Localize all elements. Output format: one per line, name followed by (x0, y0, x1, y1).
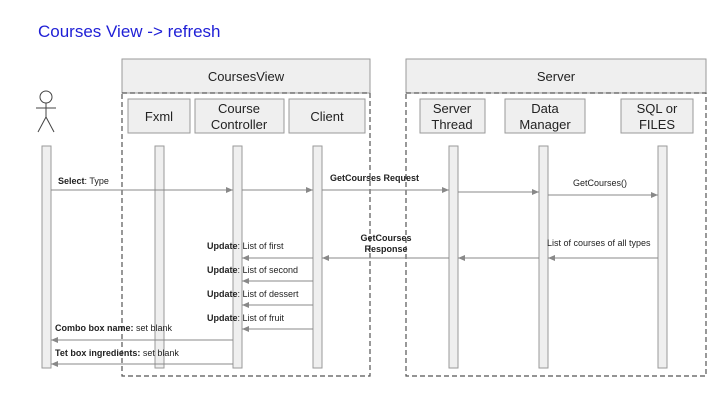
participant-server-thread-label-2: Thread (431, 117, 472, 132)
participant-sql-files-label-1: SQL or (637, 101, 678, 116)
participant-sql-files-label-2: FILES (639, 117, 675, 132)
participant-server-thread-label-1: Server (433, 101, 472, 116)
participant-data-manager-label-1: Data (531, 101, 559, 116)
msg-combo-box: Combo box name: set blank (55, 323, 173, 333)
lifeline-data-manager (538, 145, 549, 369)
msg-update-dessert: Update: List of dessert (207, 289, 299, 299)
participant-course-controller-box (194, 98, 285, 134)
participant-fxml-box (127, 98, 191, 134)
group-courses-view-label: CoursesView (208, 69, 285, 84)
msg-update-fruit: Update: List of fruit (207, 313, 285, 323)
lifeline-server-thread (448, 145, 459, 369)
group-server-header (405, 58, 707, 94)
lifeline-course-controller (232, 145, 243, 369)
participant-course-controller-label-1: Course (218, 101, 260, 116)
group-courses-view-frame (121, 92, 371, 377)
msg-list-all-types: List of courses of all types (547, 238, 651, 248)
msg-update-first: Update: List of first (207, 241, 284, 251)
participant-client-label: Client (310, 109, 344, 124)
actor-user-icon (36, 90, 56, 133)
msg-getcourses-request: GetCourses Request (330, 173, 419, 183)
participant-server-thread-box (419, 98, 486, 134)
msg-getcourses-response-2: Response (364, 244, 407, 254)
msg-update-second: Update: List of second (207, 265, 298, 275)
lifeline-fxml (154, 145, 165, 369)
lifeline-client (312, 145, 323, 369)
actor-lifeline (41, 145, 52, 369)
diagram-title: Courses View -> refresh (38, 22, 221, 41)
participant-fxml-label: Fxml (145, 109, 173, 124)
msg-getcourses-call: GetCourses() (573, 178, 627, 188)
participant-data-manager-box (504, 98, 586, 134)
participant-data-manager-label-2: Manager (519, 117, 571, 132)
msg-select-type: Select: Type (58, 176, 109, 186)
participant-course-controller-label-2: Controller (211, 117, 268, 132)
group-courses-view-header (121, 58, 371, 94)
lifeline-sql-files (657, 145, 668, 369)
participant-client-box (288, 98, 366, 134)
participant-sql-files-box (620, 98, 694, 134)
msg-getcourses-response-1: GetCourses (360, 233, 411, 243)
group-server-frame (405, 92, 707, 377)
group-server-label: Server (537, 69, 576, 84)
msg-tet-box: Tet box ingredients: set blank (55, 348, 179, 358)
